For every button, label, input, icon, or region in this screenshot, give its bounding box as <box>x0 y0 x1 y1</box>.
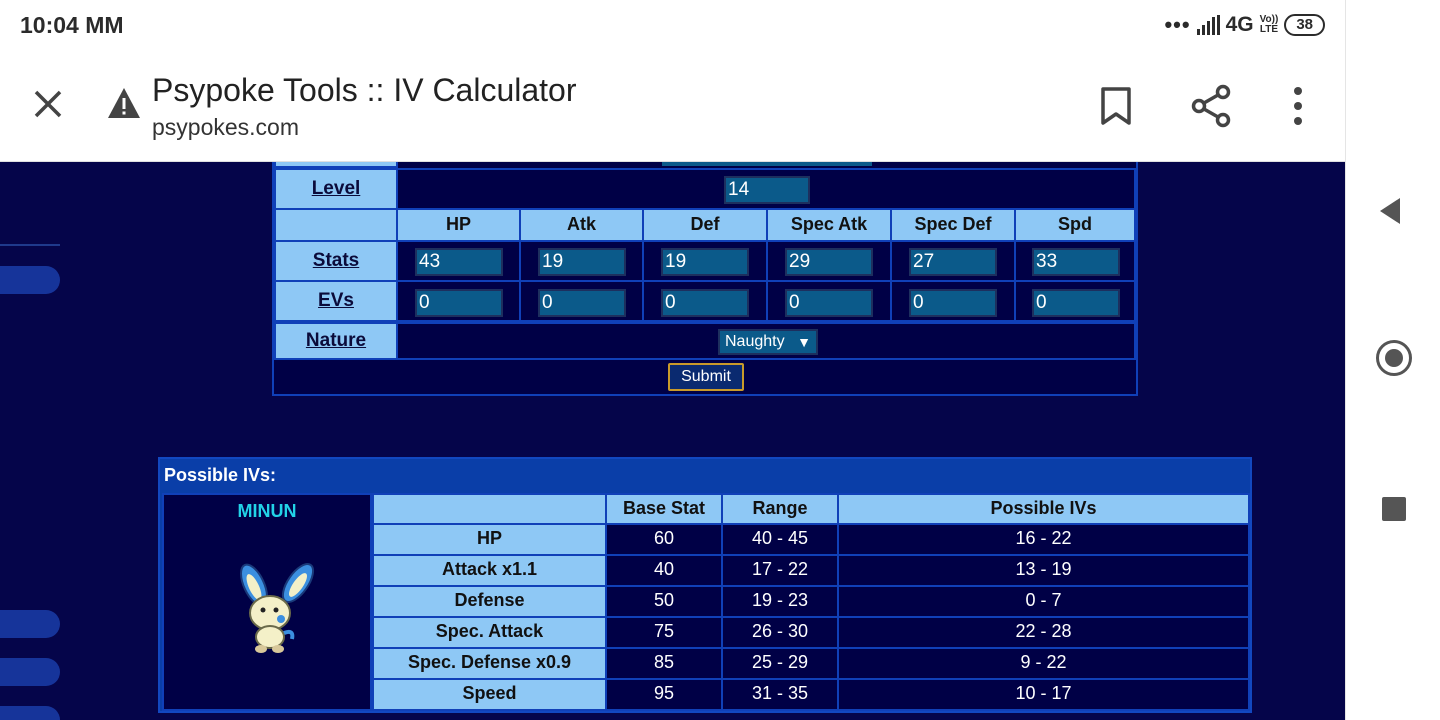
results-range: 19 - 23 <box>721 585 839 618</box>
level-input[interactable]: 14 <box>724 176 810 204</box>
bookmark-icon <box>1101 87 1131 125</box>
stat-header-hp: HP <box>396 208 521 242</box>
results-possible-ivs: 16 - 22 <box>837 523 1250 556</box>
results-stat-name: Defense <box>372 585 607 618</box>
browser-toolbar: Psypoke Tools :: IV Calculator psypokes.… <box>0 52 1345 162</box>
nature-cell <box>396 322 1136 360</box>
results-possible-ivs: 13 - 19 <box>837 554 1250 587</box>
stat-input-spd[interactable]: 33 <box>1032 248 1120 276</box>
results-header-possible-ivs: Possible IVs <box>837 493 1250 525</box>
results-base-stat: 60 <box>605 523 723 556</box>
close-icon <box>34 90 62 118</box>
results-range: 17 - 22 <box>721 554 839 587</box>
pokemon-name: MINUN <box>237 501 297 521</box>
recents-icon[interactable] <box>1382 497 1406 521</box>
stat-input-atk[interactable]: 19 <box>538 248 626 276</box>
iv-input-form: Level 14 HP Atk Def Spec Atk Spec Def Sp… <box>272 162 1138 396</box>
close-button[interactable] <box>28 84 68 124</box>
results-possible-ivs: 0 - 7 <box>837 585 1250 618</box>
results-possible-ivs: 22 - 28 <box>837 616 1250 649</box>
results-stat-name: Speed <box>372 678 607 711</box>
name-input-partial[interactable] <box>662 162 872 166</box>
bookmark-button[interactable] <box>1098 86 1134 126</box>
status-icons: ••• 4G Vo)) LTE 38 <box>1164 12 1325 38</box>
page-url[interactable]: psypokes.com <box>152 114 300 140</box>
pokemon-cell: MINUN <box>162 493 372 711</box>
more-vert-icon <box>1294 87 1302 125</box>
ev-input-spd[interactable]: 0 <box>1032 289 1120 317</box>
form-cell-partial <box>274 162 398 168</box>
stat-input-spec-def[interactable]: 27 <box>909 248 997 276</box>
sidebar-menu-item[interactable] <box>0 658 60 686</box>
results-stat-name: Attack x1.1 <box>372 554 607 587</box>
results-stat-name: Spec. Defense x0.9 <box>372 647 607 680</box>
header-empty-cell <box>274 208 398 242</box>
results-base-stat: 75 <box>605 616 723 649</box>
network-type: 4G <box>1225 13 1254 36</box>
page-title: Psypoke Tools :: IV Calculator <box>152 72 577 108</box>
stat-header-spec-def: Spec Def <box>890 208 1016 242</box>
level-label[interactable]: Level <box>274 168 398 210</box>
ev-input-atk[interactable]: 0 <box>538 289 626 317</box>
results-range: 26 - 30 <box>721 616 839 649</box>
volte-icon: Vo)) LTE <box>1260 15 1279 35</box>
sidebar-menu-item[interactable] <box>0 266 60 294</box>
volte-bottom-text: LTE <box>1259 24 1279 35</box>
more-notifications-icon: ••• <box>1164 12 1191 37</box>
status-time: 10:04 MM <box>20 12 124 38</box>
pokemon-sprite <box>240 563 315 653</box>
nature-label[interactable]: Nature <box>274 322 398 360</box>
sidebar-divider <box>0 244 60 246</box>
stat-header-def: Def <box>642 208 768 242</box>
results-stat-name: HP <box>372 523 607 556</box>
sidebar-menu-item[interactable] <box>0 610 60 638</box>
possible-ivs-table: Possible IVs: MINUN <box>158 457 1252 713</box>
ev-input-hp[interactable]: 0 <box>415 289 503 317</box>
share-icon <box>1191 84 1231 128</box>
dropdown-arrow-icon: ▼ <box>797 334 811 350</box>
results-base-stat: 50 <box>605 585 723 618</box>
stats-label[interactable]: Stats <box>274 240 398 282</box>
nature-selected-value: Naughty <box>725 333 785 350</box>
stat-input-def[interactable]: 19 <box>661 248 749 276</box>
battery-indicator: 38 <box>1284 14 1325 36</box>
results-base-stat: 85 <box>605 647 723 680</box>
results-header-range: Range <box>721 493 839 525</box>
stat-input-hp[interactable]: 43 <box>415 248 503 276</box>
signal-icon <box>1196 15 1220 35</box>
results-stat-name: Spec. Attack <box>372 616 607 649</box>
results-possible-ivs: 9 - 22 <box>837 647 1250 680</box>
stat-header-spd: Spd <box>1014 208 1136 242</box>
home-icon[interactable] <box>1376 340 1412 376</box>
results-title: Possible IVs: <box>164 465 277 485</box>
results-header-stat <box>372 493 607 525</box>
evs-label[interactable]: EVs <box>274 280 398 322</box>
results-base-stat: 95 <box>605 678 723 711</box>
ev-input-spec-atk[interactable]: 0 <box>785 289 873 317</box>
ev-input-def[interactable]: 0 <box>661 289 749 317</box>
stat-input-spec-atk[interactable]: 29 <box>785 248 873 276</box>
status-bar: 10:04 MM ••• 4G Vo)) LTE 38 <box>0 0 1345 52</box>
results-range: 25 - 29 <box>721 647 839 680</box>
stat-header-spec-atk: Spec Atk <box>766 208 892 242</box>
page-content: Level 14 HP Atk Def Spec Atk Spec Def Sp… <box>0 162 1345 720</box>
more-options-button[interactable] <box>1285 86 1311 126</box>
results-header-base-stat: Base Stat <box>605 493 723 525</box>
warning-icon[interactable] <box>106 86 142 120</box>
stat-header-atk: Atk <box>519 208 644 242</box>
nature-select[interactable]: Naughty ▼ <box>718 329 818 355</box>
results-range: 31 - 35 <box>721 678 839 711</box>
results-possible-ivs: 10 - 17 <box>837 678 1250 711</box>
sidebar-menu-item[interactable] <box>0 706 60 720</box>
share-button[interactable] <box>1190 84 1232 128</box>
results-base-stat: 40 <box>605 554 723 587</box>
results-range: 40 - 45 <box>721 523 839 556</box>
submit-button[interactable]: Submit <box>668 363 744 391</box>
system-navigation-bar <box>1345 0 1440 720</box>
volte-top-text: Vo)) <box>1259 14 1279 25</box>
ev-input-spec-def[interactable]: 0 <box>909 289 997 317</box>
evs-cell <box>1014 280 1136 322</box>
back-icon[interactable] <box>1376 196 1406 226</box>
